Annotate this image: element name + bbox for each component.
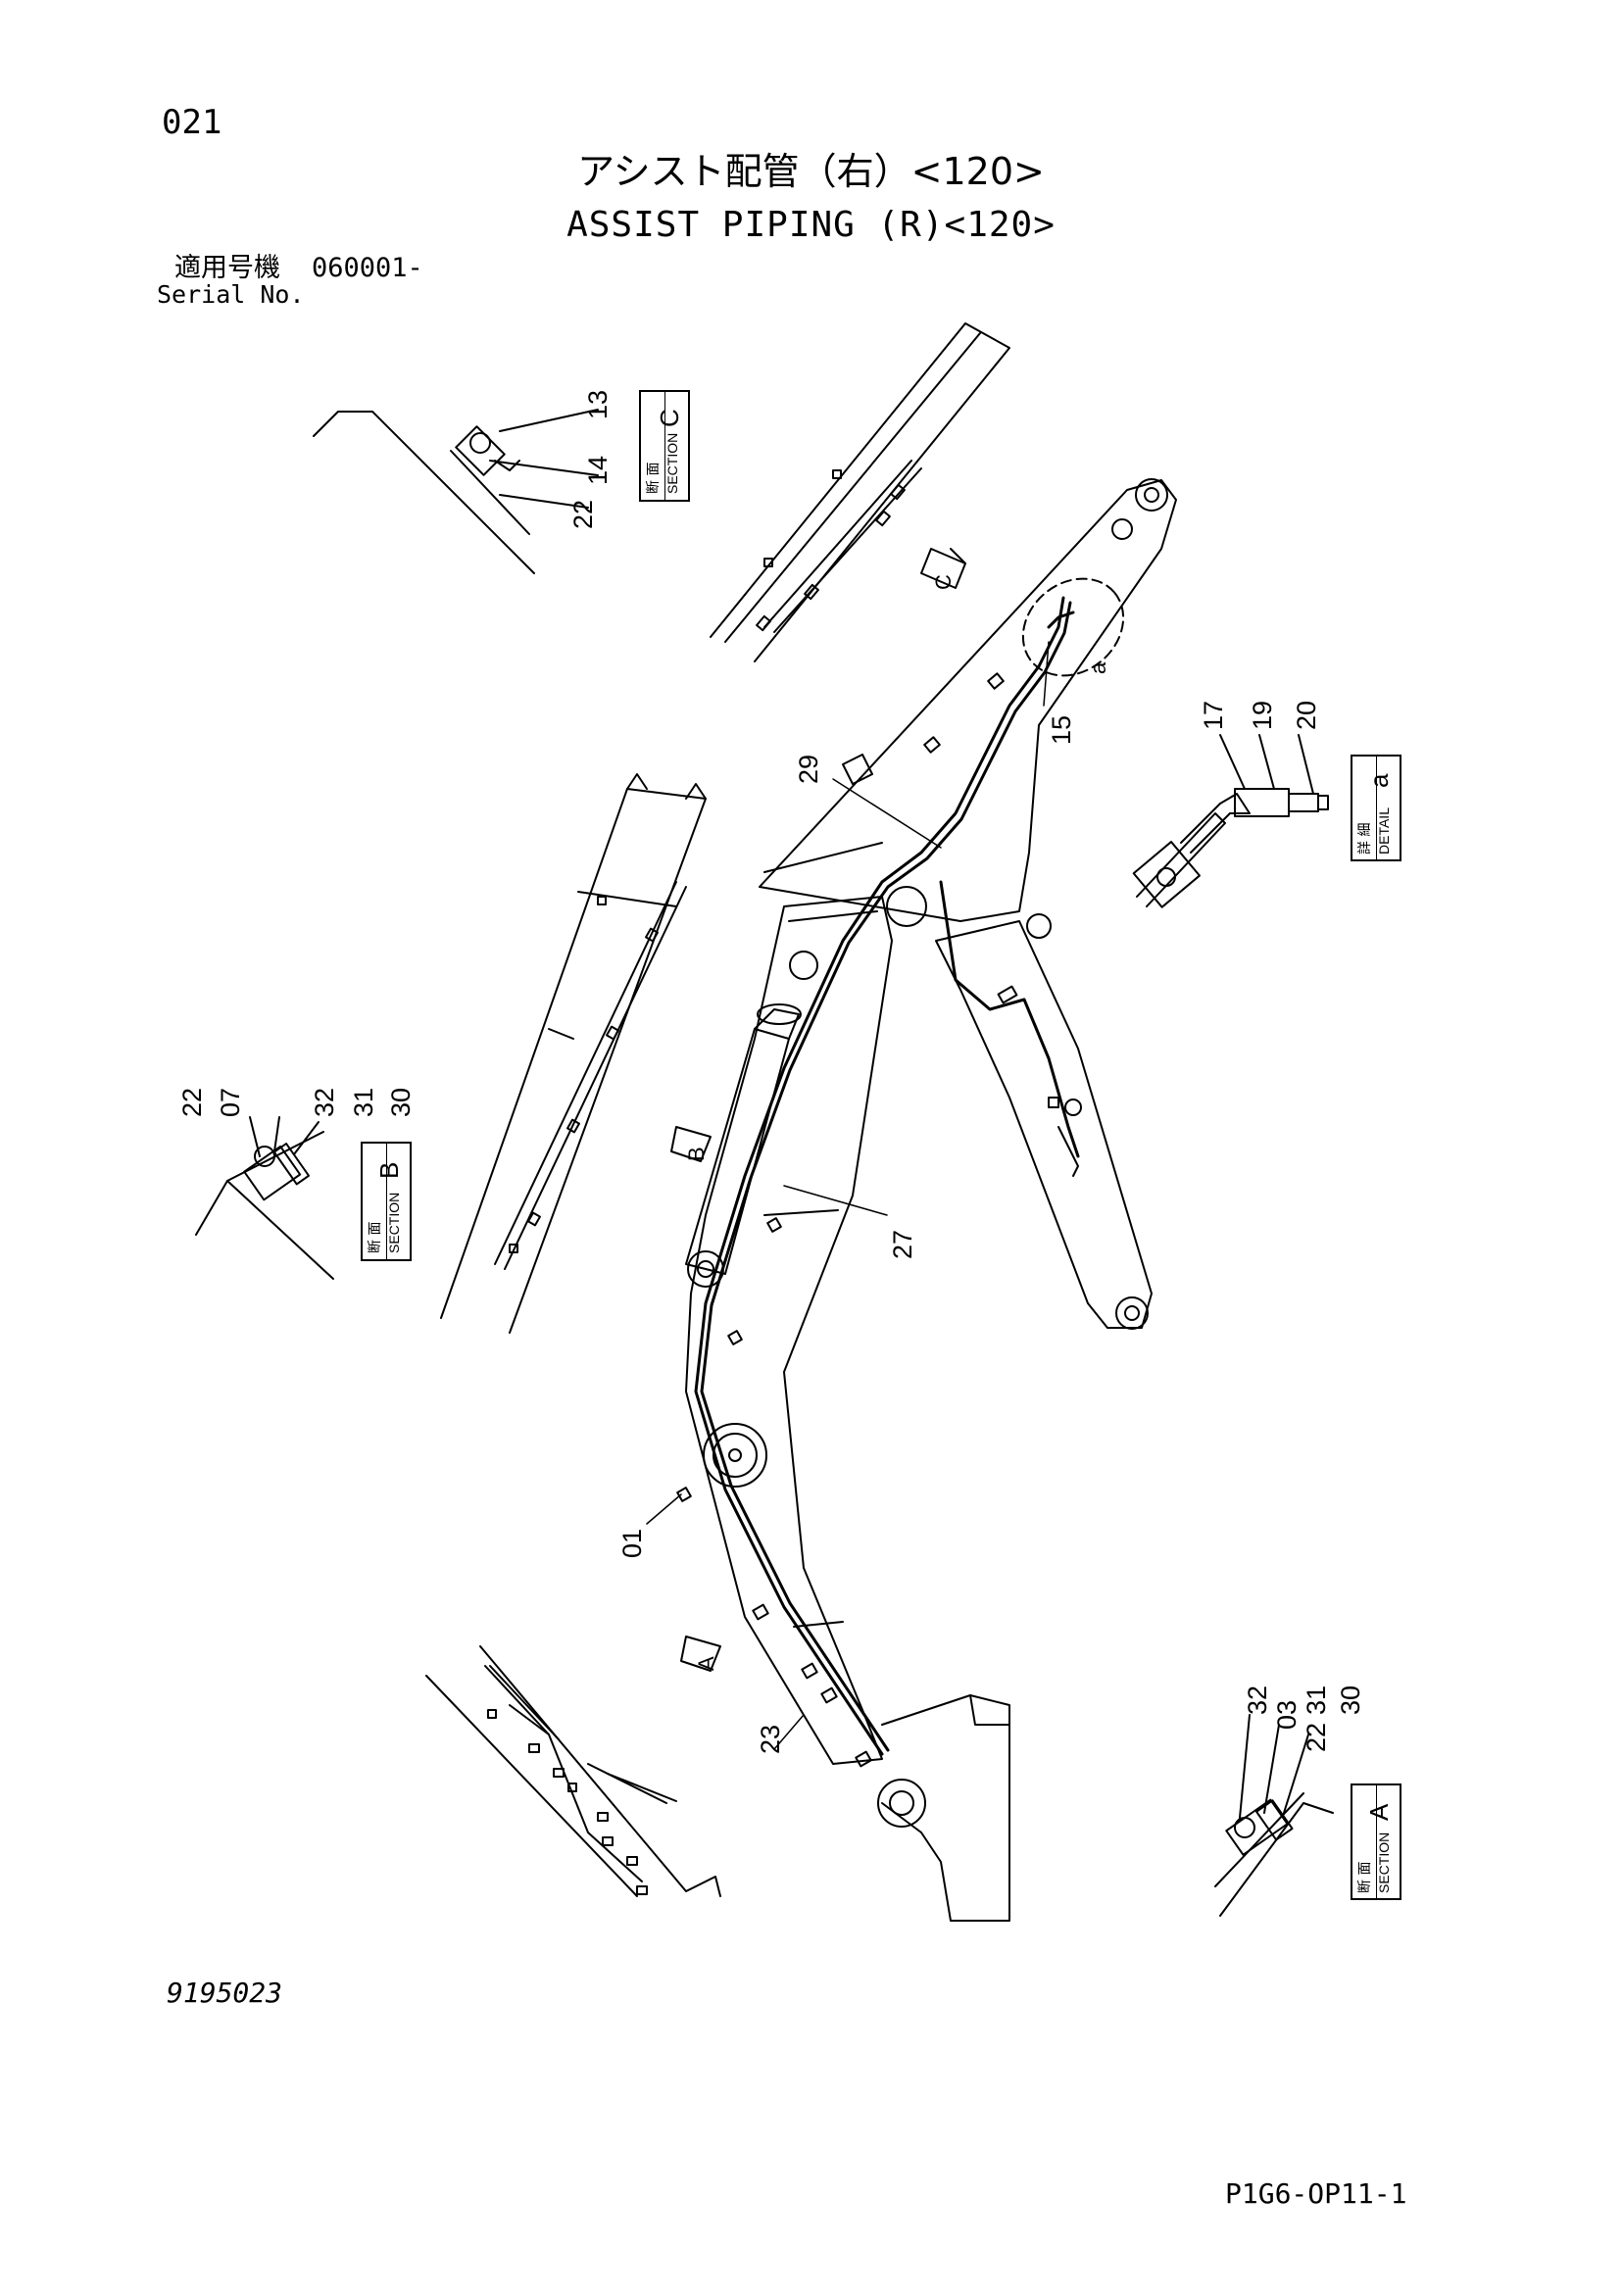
part-20: 20 (1292, 700, 1321, 730)
boom (685, 896, 1010, 1922)
detail-circle (1021, 577, 1125, 677)
detail-a-label: 詳 細 DETAIL a (1351, 755, 1401, 861)
part-30-b: 30 (386, 1087, 416, 1117)
part-31-a: 31 (1302, 1685, 1331, 1715)
part-22-b: 22 (177, 1087, 207, 1117)
serial-label-japanese: 適用号機 (174, 253, 280, 283)
title-english: ASSIST PIPING (R)<120> (566, 205, 1056, 245)
assist-pipe (694, 596, 1080, 1756)
section-c-view (313, 409, 599, 574)
part-31-b: 31 (349, 1087, 378, 1117)
section-c-label: 断 面 SECTION C (639, 390, 690, 502)
section-a-view (1214, 1714, 1334, 1917)
part-22-c: 22 (568, 499, 598, 529)
section-a-label: 断 面 SECTION A (1351, 1783, 1401, 1900)
section-b-view (195, 1116, 334, 1280)
page-code: P1G6-OP11-1 (1225, 2177, 1407, 2210)
serial-label-english: Serial No. (157, 280, 305, 309)
leader-lines (646, 641, 1050, 1750)
view-arrows (670, 548, 966, 1672)
arm-lower (935, 920, 1153, 1330)
part-15: 15 (1047, 714, 1076, 745)
drawing-number: 9195023 (167, 1977, 283, 2009)
part-14: 14 (583, 455, 613, 485)
part-01: 01 (617, 1528, 647, 1558)
part-07: 07 (216, 1087, 245, 1117)
detail-marker-a: a (1086, 661, 1110, 674)
boom-cylinder (685, 951, 818, 1288)
part-29: 29 (794, 754, 823, 784)
part-13: 13 (583, 389, 613, 419)
view-marker-b: B (684, 1147, 709, 1161)
view-marker-c: C (931, 574, 956, 590)
arm-partial-view-a (425, 1645, 721, 1897)
part-23: 23 (756, 1724, 785, 1754)
part-32-b: 32 (310, 1087, 339, 1117)
part-17: 17 (1199, 700, 1228, 730)
arm-partial-view-c (710, 322, 1010, 662)
part-03: 03 (1272, 1699, 1302, 1730)
view-marker-a: A (694, 1656, 718, 1671)
page-number: 021 (162, 103, 222, 142)
part-30-a: 30 (1336, 1685, 1365, 1715)
serial-value: 060001- (312, 253, 423, 283)
title-japanese: アシスト配管（右）<120> (577, 150, 1045, 193)
section-b-label: 断 面 SECTION B (361, 1142, 412, 1261)
part-32-a: 32 (1243, 1685, 1272, 1715)
pipe-clamps (676, 672, 1079, 1768)
part-27: 27 (888, 1229, 917, 1259)
arm-partial-view-b (440, 773, 707, 1334)
part-22-a: 22 (1302, 1722, 1331, 1752)
detail-a-view (1132, 734, 1329, 908)
arm (759, 478, 1177, 939)
part-19: 19 (1248, 700, 1277, 730)
